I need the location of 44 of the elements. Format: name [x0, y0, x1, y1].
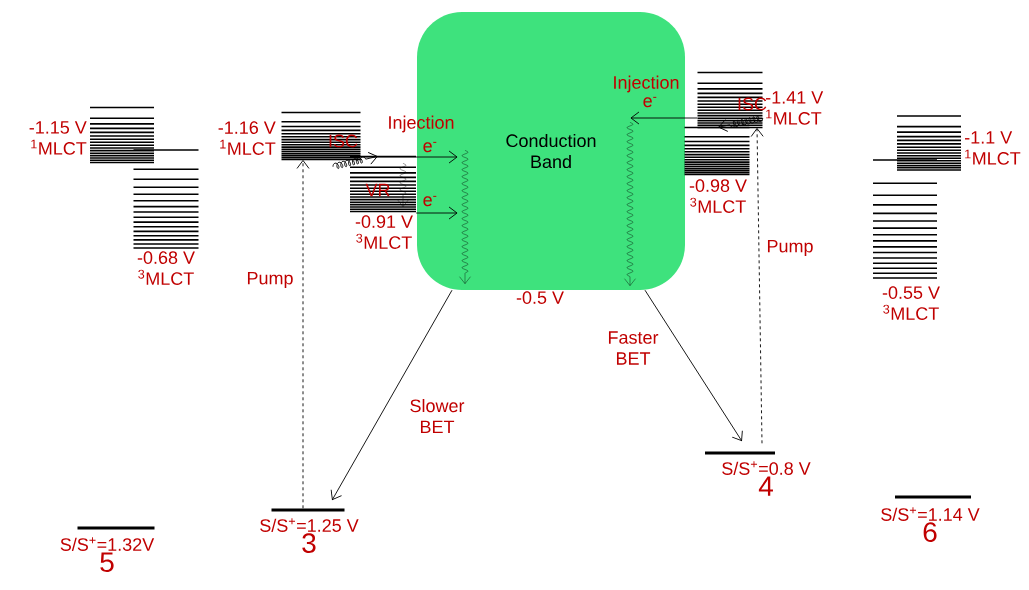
arrow — [630, 111, 698, 125]
energy-level-stack — [132, 149, 200, 249]
arrow — [360, 150, 458, 164]
edge-label: e$^{-}$ — [423, 195, 437, 207]
energy-level-stack — [683, 126, 751, 176]
energy-level-stack — [349, 155, 417, 213]
edge-label: ISC — [329, 134, 358, 148]
edge-label: e$^{-}$ — [643, 96, 657, 108]
level-label: S/S$^{+}$=1.25 V 3 — [260, 518, 359, 553]
level-label: -0.98 V $^{3}$MLCT — [689, 179, 747, 213]
ground-level-line — [895, 495, 971, 499]
arrow — [644, 289, 743, 442]
edge-label: Slower BET — [410, 399, 465, 434]
level-label: -1.15 V $^{1}$MLCT — [29, 121, 87, 155]
process-label: Injection — [614, 75, 679, 93]
level-label: -1.41 V $^{1}$MLCT — [766, 91, 824, 125]
ground-level-line — [705, 451, 775, 455]
level-label: -0.55 V $^{3}$MLCT — [882, 286, 940, 320]
level-label: S/S$^{+}$=1.32V 5 — [60, 537, 155, 572]
level-label: -1.16 V $^{1}$MLCT — [218, 121, 276, 155]
level-label: -0.68 V $^{3}$MLCT — [137, 251, 195, 285]
ground-level-line — [77, 526, 155, 530]
energy-level-stack — [280, 111, 362, 161]
arrow — [296, 160, 310, 509]
edge-label: ISC — [738, 97, 767, 111]
edge-label: e$^{-}$ — [423, 141, 437, 153]
level-label: -0.5 V — [516, 291, 564, 304]
arrow — [330, 289, 453, 501]
arrow — [415, 206, 458, 220]
energy-level-stack — [696, 71, 764, 129]
edge-label: Pump — [247, 271, 293, 289]
ground-level-line — [271, 508, 345, 512]
edge-label: Pump — [767, 239, 813, 257]
process-label: VR — [365, 183, 390, 197]
arrow — [718, 115, 764, 132]
level-label: -0.91 V $^{3}$MLCT — [355, 215, 413, 249]
level-label: S/S$^{+}$=1.14 V 6 — [881, 507, 980, 542]
energy-level-stack — [896, 115, 962, 171]
energy-level-stack — [89, 106, 155, 164]
energy-level-stack — [872, 159, 938, 279]
level-label: -1.1 V $^{1}$MLCT — [965, 131, 1021, 165]
arrow — [750, 128, 764, 444]
edge-label: Faster BET — [608, 331, 659, 365]
level-label: S/S$^{+}$=0.8 V 4 — [722, 461, 811, 496]
